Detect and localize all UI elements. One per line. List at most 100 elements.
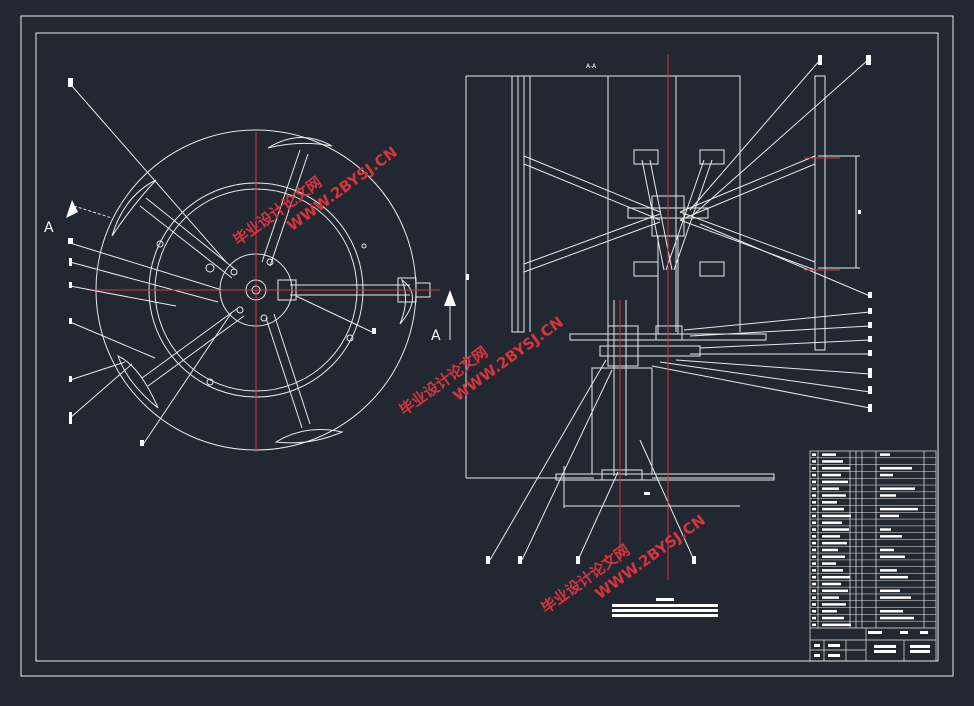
bom-cell-text	[822, 487, 839, 490]
x-arm	[679, 219, 816, 271]
x-arm	[523, 221, 661, 273]
title-cell-text	[814, 654, 820, 657]
arm-lower-left	[141, 307, 239, 379]
bom-cell-text	[822, 596, 839, 599]
bom-cell-text	[822, 528, 849, 531]
title-cell-text	[900, 631, 908, 634]
bom-cell-text	[880, 609, 903, 613]
title-cell-text	[814, 644, 820, 647]
bom-cell-text	[812, 562, 816, 565]
bolt	[156, 240, 164, 248]
tag	[69, 412, 72, 424]
bom-cell-text	[812, 582, 816, 586]
bom-cell-text	[822, 467, 850, 470]
note-line	[612, 609, 718, 612]
leader-line	[69, 261, 219, 303]
bom-cell-text	[822, 473, 841, 477]
section-marker-lower: A	[431, 290, 456, 344]
left-blade-post	[511, 75, 519, 333]
bom-cell-text	[880, 548, 894, 552]
bolt	[266, 258, 274, 266]
plan-tags	[68, 78, 376, 446]
leader-line	[689, 59, 821, 211]
bom-cell-text	[812, 603, 816, 606]
blade-left	[111, 179, 157, 237]
x-arm	[523, 163, 661, 221]
bom-cell-text	[880, 453, 890, 456]
left-blade-post-b	[517, 75, 525, 333]
bom-cell-text	[822, 453, 836, 456]
tag	[692, 556, 696, 564]
bom-cell-text	[822, 582, 841, 586]
drawing-notes	[612, 598, 718, 617]
tag	[858, 210, 861, 214]
bom-cell-text	[812, 541, 816, 545]
tag	[140, 440, 144, 446]
arm-left	[139, 205, 233, 279]
base-plate	[555, 473, 775, 481]
title-cell-text	[868, 631, 882, 634]
leader-line	[683, 311, 871, 331]
section-letter-upper: A	[44, 220, 54, 236]
strut	[665, 159, 705, 271]
tag	[868, 336, 872, 342]
bom-cell-text	[822, 541, 847, 545]
bom-cell-text	[812, 569, 816, 572]
bom-cell-text	[822, 514, 851, 518]
tag	[69, 318, 72, 324]
bom-cell-text	[880, 514, 899, 518]
bom-cell-text	[812, 535, 816, 538]
title-block-frame	[809, 450, 937, 662]
bolt	[205, 263, 215, 273]
leader-line	[521, 369, 613, 561]
x-arm	[523, 155, 661, 213]
bom-cell-text	[822, 521, 842, 524]
bom-cell-text	[822, 535, 840, 538]
bom-cell-text	[812, 460, 816, 463]
plan-centerlines	[94, 132, 440, 452]
bom-cell-text	[880, 555, 905, 559]
arm-upper	[261, 149, 301, 263]
bom-cell-text	[812, 548, 816, 552]
tag	[69, 376, 72, 382]
leader-line	[689, 325, 871, 337]
bom-cell-text	[812, 453, 816, 456]
bom-cell-text	[812, 514, 816, 518]
elevation-centerlines	[619, 54, 840, 580]
tag	[644, 492, 650, 495]
bolt	[361, 243, 367, 249]
flange-lower	[599, 345, 701, 357]
leader-line	[691, 59, 869, 217]
bom-cell-text	[822, 616, 844, 620]
section-view-title: A-A	[586, 63, 597, 70]
arm-lower-left-b	[147, 315, 245, 387]
section-letter-lower: A	[431, 328, 441, 344]
plan-view	[69, 85, 431, 451]
bom-cell-text	[822, 548, 838, 552]
leader-line	[295, 295, 373, 333]
bom-cell-text	[812, 480, 816, 484]
bom-cell-text	[812, 521, 816, 524]
leader-line	[577, 471, 619, 561]
tag	[868, 368, 872, 378]
section-line	[73, 205, 113, 219]
leader-line	[69, 363, 133, 419]
leader-line	[489, 359, 607, 561]
blade-top	[267, 137, 333, 149]
bom-cell-text	[812, 555, 816, 559]
bom-cell-text	[812, 596, 816, 599]
arm-left-b	[145, 197, 237, 271]
watermark-3: 毕业设计论文网 WWW.2BYSJ.CN	[538, 511, 709, 617]
watermark-2: 毕业设计论文网 WWW.2BYSJ.CN	[396, 313, 567, 419]
tag	[818, 55, 822, 65]
tag	[466, 274, 469, 280]
title-cell-text	[874, 645, 896, 648]
arm-lower	[265, 317, 303, 429]
leader-line	[659, 361, 871, 393]
bom-cell-text	[822, 555, 845, 559]
bom-cell-text	[812, 494, 816, 497]
x-arm	[523, 213, 661, 265]
elevation-outline-top	[466, 75, 741, 332]
strut	[641, 159, 665, 271]
bom-cell-text	[880, 487, 915, 490]
